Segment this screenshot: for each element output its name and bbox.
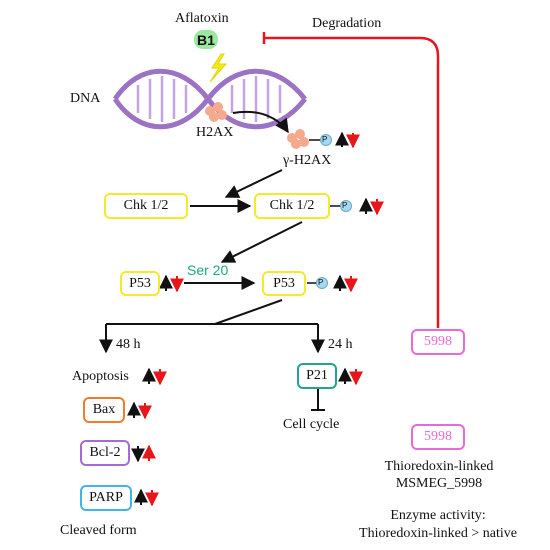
phospho-label: P: [318, 278, 324, 287]
cell-cycle-label: Cell cycle: [283, 417, 340, 432]
enzyme-5998-box: 5998: [411, 329, 465, 355]
apoptosis-label: Apoptosis: [72, 369, 129, 384]
aflatoxin-label: Aflatoxin: [175, 11, 229, 26]
b1-badge: B1: [194, 30, 218, 49]
regulation-arrows: [127, 131, 384, 507]
phospho-icon: [316, 277, 328, 289]
histone-h2ax-icon: [205, 102, 227, 122]
phospho-label: P: [322, 135, 328, 144]
phospho-label: P: [342, 201, 348, 210]
dna-strand-2: [112, 68, 307, 130]
bax-box: Bax: [83, 397, 125, 423]
thioredoxin-label-line2: MSMEG_5998: [395, 476, 483, 491]
parp-box: PARP: [80, 485, 132, 511]
dna-label: DNA: [70, 91, 101, 106]
ser20-label: Ser 20: [187, 262, 229, 278]
cleaved-form-label: Cleaved form: [60, 523, 137, 538]
phospho-icon: [320, 134, 332, 146]
degradation-label: Degradation: [312, 16, 382, 31]
time-24h-label: 24 h: [328, 337, 353, 352]
p21-box: P21: [297, 363, 337, 389]
h2ax-label: H2AX: [196, 125, 234, 140]
enzyme-5998-legend-box: 5998: [411, 424, 465, 450]
degradation-line: [264, 36, 440, 328]
bcl2-box: Bcl-2: [80, 440, 130, 466]
chk-box-right: Chk 1/2: [254, 193, 330, 219]
enzyme-activity-line2: Thioredoxin-linked > native: [359, 526, 517, 541]
lightning-icon: [209, 53, 228, 83]
p53-box-right: P53: [262, 271, 306, 296]
phosphorylation-arrow: [232, 110, 289, 134]
time-48h-label: 48 h: [116, 337, 141, 352]
dna-rungs: [136, 76, 282, 122]
gamma-h2ax-label: γ-H2AX: [283, 153, 332, 168]
enzyme-activity-line1: Enzyme activity:: [390, 508, 486, 523]
phospho-icon: [340, 200, 352, 212]
p53-box-left: P53: [120, 271, 160, 296]
chk-box-left: Chk 1/2: [104, 193, 188, 219]
histone-gamma-h2ax-icon: [287, 129, 309, 149]
thioredoxin-label-line1: Thioredoxin-linked: [384, 459, 494, 474]
